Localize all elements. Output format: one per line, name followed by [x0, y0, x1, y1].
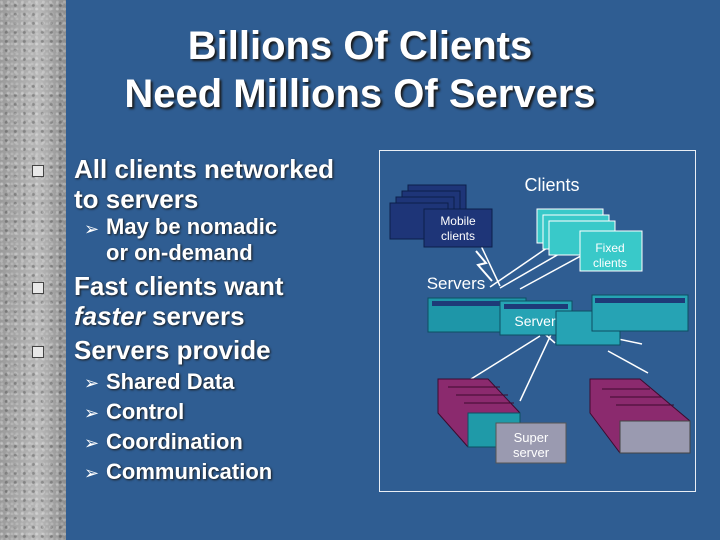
arrowhead-icon: ➢	[84, 403, 100, 423]
arrowhead-icon: ➢	[84, 433, 100, 453]
title-line-2: Need Millions Of Servers	[124, 72, 596, 116]
bullet-2-rest: servers	[144, 301, 245, 331]
super-server-label-2: server	[513, 445, 550, 460]
fixed-clients-label-2: clients	[593, 256, 627, 270]
slide-title: Billions Of Clients Need Millions Of Ser…	[70, 22, 650, 118]
sub-bullet-1-line-2: or on-demand	[106, 240, 253, 265]
sub-bullet-control: Control	[106, 399, 185, 424]
bullet-1-line-2: to servers	[74, 184, 199, 214]
servers-label: Servers	[427, 274, 486, 293]
mobile-clients-stack	[389, 184, 493, 248]
bullet-3: Servers provide	[74, 335, 271, 365]
bullet-square-icon	[32, 346, 44, 358]
bullet-3-line-1: Servers provide	[74, 335, 271, 365]
granite-border	[0, 0, 66, 540]
clients-label: Clients	[524, 175, 579, 195]
sub-bullet-1: May be nomadic or on-demand	[106, 214, 277, 266]
servers-row	[427, 294, 689, 346]
bullet-1-line-1: All clients networked	[74, 154, 335, 184]
emphasis-faster: faster	[74, 301, 145, 331]
bullet-2-line-1: Fast clients want	[74, 271, 284, 301]
bullet-square-icon	[32, 165, 44, 177]
arrowhead-icon: ➢	[84, 373, 100, 393]
sub-bullet-1-line-1: May be nomadic	[106, 214, 278, 239]
title-line-1: Billions Of Clients	[187, 24, 533, 68]
bullet-1: All clients networked to servers	[74, 154, 334, 214]
sub-bullet-communication: Communication	[106, 459, 273, 484]
sub-bullet-shared-data: Shared Data	[106, 369, 235, 394]
bullet-square-icon	[32, 282, 44, 294]
super-server-box	[495, 422, 567, 464]
bullet-2-line-2: faster servers	[74, 301, 284, 331]
arrowhead-icon: ➢	[84, 219, 100, 239]
mobile-clients-label-1: Mobile	[440, 214, 476, 228]
sub-bullet-coordination: Coordination	[106, 429, 243, 454]
super-server-rack-right	[589, 378, 691, 454]
super-server-label-1: Super	[514, 430, 549, 445]
bullet-2: Fast clients want faster servers	[74, 271, 284, 331]
arrowhead-icon: ➢	[84, 463, 100, 483]
server-label: Server	[514, 313, 556, 329]
diagram-svg: Mobile clients Clients Fixed clients Ser…	[389, 175, 691, 464]
mobile-clients-label-2: clients	[441, 229, 475, 243]
fixed-clients-stack	[536, 208, 643, 272]
network-diagram: Mobile clients Clients Fixed clients Ser…	[379, 150, 696, 492]
fixed-clients-label-1: Fixed	[595, 241, 624, 255]
lightning-bolt-icon	[475, 250, 493, 282]
